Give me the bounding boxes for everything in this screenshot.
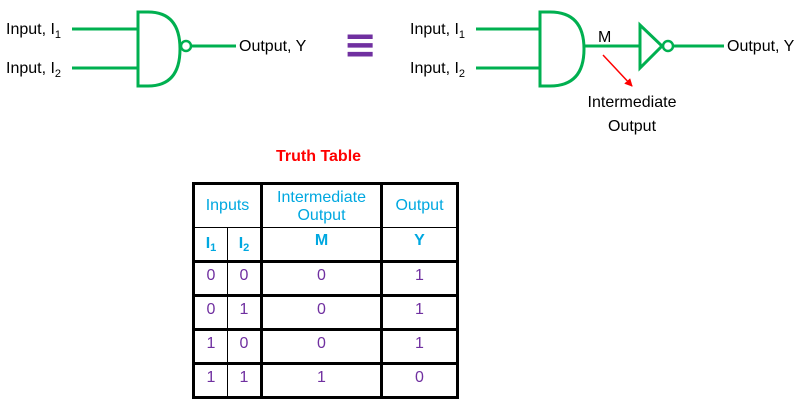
intermediate-annotation-line1: Intermediate <box>588 94 677 111</box>
header-intermediate-output: Intermediate Output <box>261 183 383 228</box>
cell-i2: 1 <box>227 295 263 331</box>
cell-m: 0 <box>261 261 383 297</box>
col-i2-subscript: 2 <box>243 241 250 254</box>
intermediate-annotation-line2: Output <box>608 118 657 135</box>
right-output-label: Output, Y <box>727 38 795 55</box>
col-y: Y <box>381 227 458 263</box>
cell-i1: 1 <box>193 363 228 398</box>
intermediate-arrow <box>602 54 633 87</box>
cell-y: 1 <box>381 329 458 365</box>
nand-gate-body <box>136 10 182 88</box>
header-output: Output <box>381 183 458 228</box>
table-row: 0 0 0 1 <box>193 261 458 297</box>
truth-table: Inputs Intermediate Output Output I1 I2 … <box>192 182 459 399</box>
col-i1-subscript: 1 <box>210 241 217 254</box>
col-i1-letter: I <box>205 234 211 252</box>
cell-m: 1 <box>261 363 383 398</box>
cell-y: 1 <box>381 295 458 331</box>
cell-y: 0 <box>381 363 458 398</box>
right-input1-label: Input, I1 <box>410 21 465 41</box>
cell-i1: 0 <box>193 295 228 331</box>
not-gate-body <box>638 21 665 72</box>
left-input2-label: Input, I2 <box>6 60 61 80</box>
node-m-label: M <box>598 29 611 46</box>
truth-table-subheader-row: I1 I2 M Y <box>193 227 458 263</box>
cell-m: 0 <box>261 329 383 365</box>
cell-i2: 1 <box>227 363 263 398</box>
cell-y: 1 <box>381 261 458 297</box>
not-inversion-bubble <box>661 39 675 53</box>
cell-i2: 0 <box>227 329 263 365</box>
cell-m: 0 <box>261 295 383 331</box>
col-i2-letter: I <box>238 234 244 252</box>
not-gate-right <box>638 21 724 72</box>
table-row: 0 1 0 1 <box>193 295 458 331</box>
cell-i1: 1 <box>193 329 228 365</box>
left-output-label: Output, Y <box>239 38 307 55</box>
cell-i1: 0 <box>193 261 228 297</box>
nand-inversion-bubble <box>179 39 193 53</box>
col-m: M <box>261 227 383 263</box>
table-row: 1 1 1 0 <box>193 363 458 398</box>
truth-table-header-row: Inputs Intermediate Output Output <box>193 183 458 228</box>
right-input2-label: Input, I2 <box>410 60 465 80</box>
truth-table-title: Truth Table <box>276 148 362 165</box>
cell-i2: 0 <box>227 261 263 297</box>
header-intermediate-line1: Intermediate <box>277 189 366 206</box>
header-intermediate-line2: Output <box>297 207 346 224</box>
header-inputs: Inputs <box>193 183 263 228</box>
table-row: 1 0 0 1 <box>193 329 458 365</box>
equivalence-symbol: ≡ <box>343 22 377 68</box>
col-i2: I2 <box>227 227 263 263</box>
nand-gate-left <box>72 10 236 88</box>
and-gate-right <box>476 10 640 88</box>
left-input1-label: Input, I1 <box>6 21 61 41</box>
col-i1: I1 <box>193 227 228 263</box>
and-gate-body <box>538 10 586 88</box>
